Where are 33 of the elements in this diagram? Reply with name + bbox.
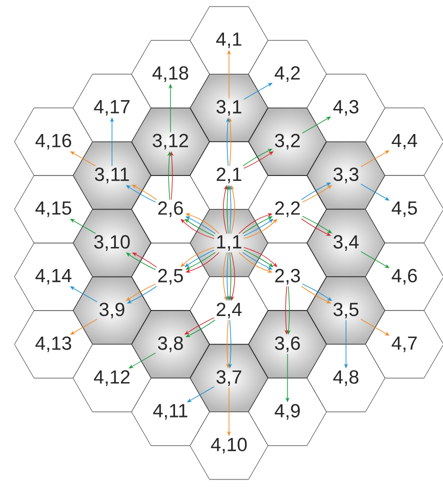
hex-cell: 2,2: [248, 175, 327, 244]
hex-cell: 3,2: [248, 108, 327, 176]
hex-cell: 3,4: [306, 208, 386, 278]
hex-cell: 3,10: [72, 208, 152, 278]
hex-cell: 4,13: [14, 310, 93, 378]
hex-cell: 4,1: [190, 6, 268, 74]
hex-cell: 4,4: [365, 108, 443, 176]
hex-cell: 4,17: [72, 74, 152, 142]
hex-cell: 3,8: [131, 310, 210, 378]
hex-cell: 4,18: [131, 40, 210, 108]
hex-cell: 3,6: [248, 310, 327, 378]
hex-cell: 2,5: [131, 242, 210, 311]
hex-cell: 4,12: [72, 344, 152, 412]
hex-cell: 2,6: [131, 175, 210, 244]
hex-cell: 4,3: [306, 74, 386, 142]
hex-cell: 4,5: [365, 175, 443, 244]
hex-cell: 4,10: [190, 412, 268, 480]
hex-cell: 4,2: [248, 40, 327, 108]
node-label: 4,5: [392, 201, 417, 217]
hex-cell: 4,11: [131, 378, 210, 446]
hex-cell: 4,15: [14, 175, 93, 244]
hex-cell: 4,8: [306, 344, 386, 412]
node-label: 4,6: [392, 268, 417, 285]
hex-cell: 4,14: [14, 242, 93, 311]
hex-cell: 4,7: [365, 310, 443, 378]
hex-cell: 2,4: [190, 276, 268, 345]
hex-cell: 2,3: [248, 242, 327, 311]
hex-cell: 2,1: [190, 141, 268, 210]
hex-cell: 4,6: [365, 242, 443, 311]
hex-cell: 3,12: [131, 108, 210, 176]
hex-cell: 4,9: [248, 378, 327, 446]
node-label: 4,4: [392, 134, 418, 150]
hex-cell: 4,16: [14, 108, 93, 176]
